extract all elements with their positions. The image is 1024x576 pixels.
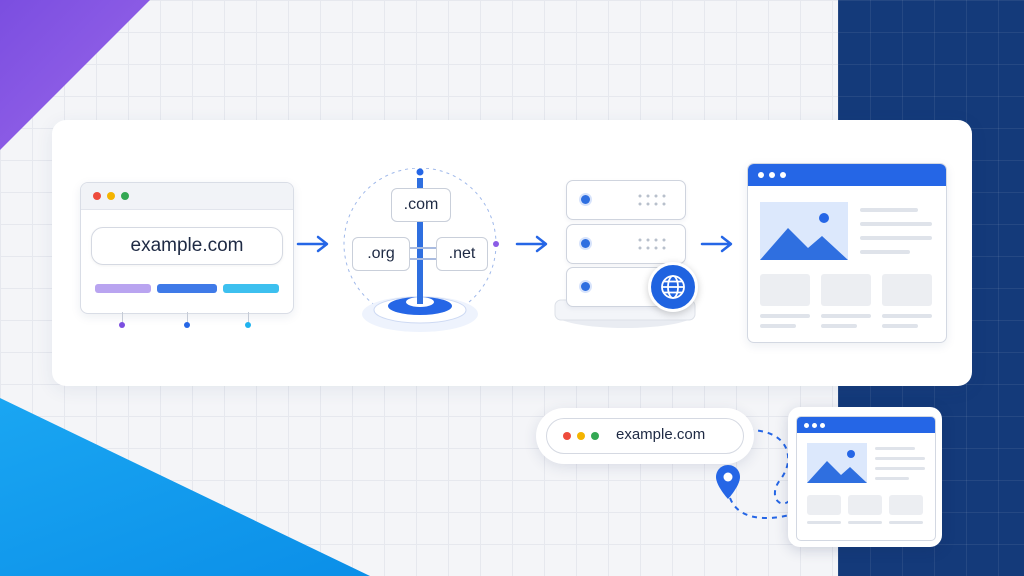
- text-line: [760, 324, 796, 328]
- text-line: [860, 222, 932, 226]
- connector-line: [122, 312, 123, 326]
- text-line: [821, 314, 871, 318]
- website-preview-titlebar: [797, 417, 935, 433]
- image-placeholder-icon: [760, 202, 848, 260]
- status-led-icon: [581, 239, 590, 248]
- cyan-tab-bar: [223, 284, 279, 293]
- connector-line: [187, 312, 188, 326]
- text-line: [821, 324, 857, 328]
- close-dot-icon: [93, 192, 101, 200]
- text-line: [807, 521, 841, 524]
- purple-tab-bar: [95, 284, 151, 293]
- location-pin-icon: [716, 465, 740, 499]
- close-dot-icon: [563, 432, 571, 440]
- server-unit: [566, 224, 686, 264]
- dns-label-com: .com: [391, 188, 451, 222]
- dns-label-org: .org: [352, 237, 410, 271]
- text-line: [860, 208, 918, 212]
- text-line: [889, 521, 923, 524]
- window-dot-icon: [780, 172, 786, 178]
- website-preview-window: [796, 416, 936, 541]
- content-tile: [848, 495, 882, 515]
- server-unit: [566, 180, 686, 220]
- maximize-dot-icon: [121, 192, 129, 200]
- browser-window: example.com: [80, 182, 294, 314]
- status-led-icon: [581, 195, 590, 204]
- window-dot-icon: [758, 172, 764, 178]
- address-bar: example.com: [91, 227, 283, 265]
- url-text: example.com: [616, 426, 706, 443]
- status-led-icon: [581, 282, 590, 291]
- minimize-dot-icon: [577, 432, 585, 440]
- text-line: [875, 467, 925, 470]
- connector-line: [248, 312, 249, 326]
- image-placeholder-icon: [807, 443, 867, 483]
- text-line: [848, 521, 882, 524]
- url-bar-callout: example.com: [536, 408, 754, 464]
- window-dot-icon: [812, 423, 817, 428]
- maximize-dot-icon: [591, 432, 599, 440]
- minimize-dot-icon: [107, 192, 115, 200]
- text-line: [860, 250, 910, 254]
- window-dot-icon: [769, 172, 775, 178]
- text-line: [882, 314, 932, 318]
- purple-node: [119, 322, 125, 328]
- globe-icon: [648, 262, 698, 312]
- vent-dots-icon: [638, 238, 666, 250]
- text-line: [875, 457, 925, 460]
- text-line: [860, 236, 932, 240]
- browser-titlebar: [81, 183, 293, 210]
- content-tile: [807, 495, 841, 515]
- content-tile: [882, 274, 932, 306]
- window-dot-icon: [804, 423, 809, 428]
- dns-signpost-icon: [343, 168, 499, 332]
- cyan-node: [245, 322, 251, 328]
- content-tile: [889, 495, 923, 515]
- arrow-right-icon: [700, 235, 733, 253]
- dns-label-net: .net: [436, 237, 488, 271]
- text-line: [760, 314, 810, 318]
- blue-node: [184, 322, 190, 328]
- website-preview-card: [788, 407, 942, 547]
- window-dot-icon: [820, 423, 825, 428]
- content-tile: [821, 274, 871, 306]
- text-line: [875, 447, 915, 450]
- blue-tab-bar: [157, 284, 217, 293]
- arrow-right-icon: [296, 235, 329, 253]
- text-line: [875, 477, 909, 480]
- text-line: [882, 324, 918, 328]
- arrow-right-icon: [515, 235, 548, 253]
- website-titlebar: [748, 164, 946, 186]
- website-window: [747, 163, 947, 343]
- content-tile: [760, 274, 810, 306]
- vent-dots-icon: [638, 194, 666, 206]
